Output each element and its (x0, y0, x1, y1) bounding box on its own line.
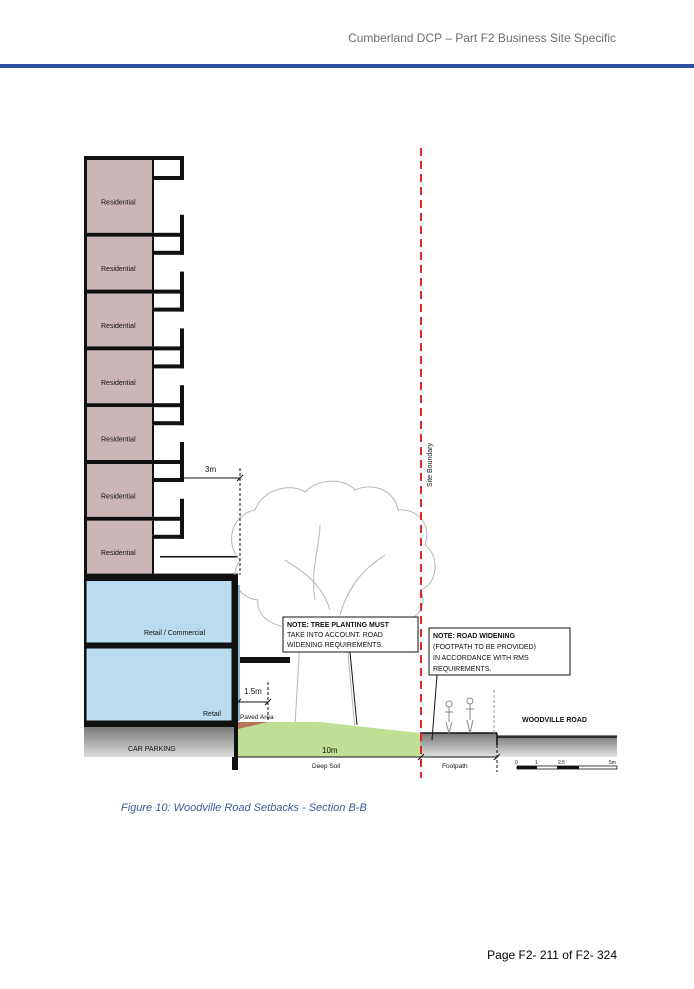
retail-block (85, 647, 233, 722)
residential-floor (86, 160, 152, 233)
retail-label: Retail (203, 711, 221, 718)
dim-10m-label: 10m (322, 746, 338, 755)
note-road-line-3: IN ACCORDANCE WITH RMS (433, 655, 529, 662)
note-tree-line-3: WIDENING REQUIREMENTS. (287, 642, 383, 649)
footpath-label: Footpath (442, 763, 468, 770)
residential-floor (86, 407, 152, 460)
scale-bar (516, 765, 618, 770)
dim-1-5m (234, 682, 272, 722)
residential-label: Residential (101, 493, 136, 500)
header-title: Cumberland DCP – Part F2 Business Site S… (348, 31, 616, 45)
site-boundary-label: Site Boundary (427, 443, 434, 487)
residential-floors: ResidentialResidentialResidentialResiden… (84, 156, 238, 736)
note-tree-line-1: NOTE: TREE PLANTING MUST (287, 622, 390, 629)
deep-soil (238, 722, 420, 757)
retail-commercial-label: Retail / Commercial (144, 630, 206, 637)
tree-illustration (231, 480, 436, 731)
dim-ground (238, 745, 501, 772)
note-road-box (428, 627, 571, 676)
paved-area-label: Paved Area (240, 714, 274, 721)
residential-floor (86, 520, 152, 574)
residential-floor (86, 293, 152, 347)
road-name-label: WOODVILLE ROAD (522, 717, 587, 724)
note-tree-line-2: TAKE INTO ACCOUNT. ROAD (287, 632, 383, 639)
note-road-line-1: NOTE: ROAD WIDENING (433, 633, 516, 640)
scale-1: 1 (535, 760, 538, 766)
deep-soil-label: Deep Soil (312, 763, 341, 770)
dim-3m-label: 3m (205, 465, 216, 474)
header-rule (0, 64, 694, 68)
note-road-line-2: (FOOTPATH TO BE PROVIDED) (433, 644, 536, 651)
dim-1-5m-label: 1.5m (244, 687, 262, 696)
residential-label: Residential (101, 550, 136, 557)
retail-commercial-block (85, 579, 233, 644)
road-band (497, 735, 617, 757)
figure-caption: Figure 10: Woodville Road Setbacks - Sec… (121, 802, 367, 814)
page-number: Page F2- 211 of F2- 324 (487, 948, 617, 962)
car-parking-label: CAR PARKING (128, 746, 176, 753)
residential-floor (86, 236, 152, 290)
residential-floor (86, 464, 152, 517)
residential-label: Residential (101, 199, 136, 206)
footpath-band (420, 733, 497, 757)
residential-label: Residential (101, 437, 136, 444)
dim-3m (177, 468, 244, 575)
note-road-line-4: REQUIREMENTS. (433, 666, 491, 673)
residential-floor (86, 350, 152, 404)
residential-label: Residential (101, 266, 136, 273)
scale-2-5: 2.5 (558, 760, 565, 766)
residential-label: Residential (101, 323, 136, 330)
pedestrian-figures (445, 697, 474, 735)
scale-0: 0 (515, 760, 518, 766)
scale-5m: 5m (609, 760, 616, 766)
residential-label: Residential (101, 380, 136, 387)
